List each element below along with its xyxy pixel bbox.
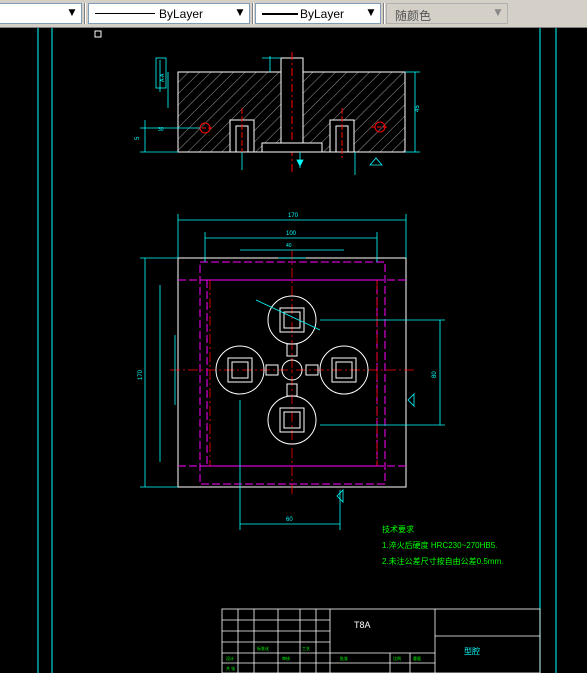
dim-right-height: 80 (432, 371, 438, 378)
plan-view: 170 100 40 170 80 60 (138, 213, 445, 530)
tb-label: 审核 (282, 655, 290, 661)
technical-notes: 技术要求 1.淬火后硬度 HRC230~270HB5. 2.未注公差尺寸按自由公… (382, 524, 503, 566)
plotstyle-label: 随颜色 (395, 9, 432, 23)
title-block-labels: 设计 标准化 审核 工艺 批准 比例 重量 共 张 (226, 645, 421, 671)
section-view: 45 5 A-A 30 (135, 52, 421, 175)
drawing-frame (37, 28, 557, 673)
lineweight-label: ByLayer (300, 7, 345, 21)
tb-label: 标准化 (257, 645, 269, 651)
note-1: 1.淬火后硬度 HRC230~270HB5. (382, 540, 497, 550)
tb-label: 设计 (226, 655, 234, 661)
title-block-material: T8A (354, 620, 371, 630)
lineweight-combo[interactable]: ByLayer ▼ (255, 3, 381, 24)
plotstyle-combo[interactable]: 随颜色 ▼ (386, 3, 508, 24)
dim-side-height: 45 (415, 105, 421, 112)
color-combo[interactable]: ▼ (0, 3, 82, 24)
section-label: A-A (160, 73, 166, 82)
dim-top-width: 170 (288, 213, 299, 219)
linetype-label: ByLayer (159, 7, 204, 21)
toolbar-separator (84, 3, 86, 24)
ucs-marker (94, 30, 102, 38)
dim-small: 40 (286, 243, 292, 249)
dim-left-height: 170 (138, 369, 144, 380)
chevron-down-icon[interactable]: ▼ (236, 8, 244, 18)
tb-label: 工艺 (302, 646, 310, 651)
drawing-canvas[interactable]: 45 5 A-A 30 (0, 28, 587, 673)
dim-mid-width: 100 (286, 231, 297, 237)
notes-title: 技术要求 (382, 524, 414, 534)
properties-toolbar: ▼ ByLayer ▼ ByLayer ▼ 随颜色 ▼ (0, 0, 587, 28)
dim-left-small: 5 (135, 136, 141, 140)
tb-label: 共 张 (226, 665, 235, 671)
chevron-down-icon[interactable]: ▼ (494, 8, 502, 18)
toolbar-separator (383, 3, 385, 24)
toolbar-separator (252, 3, 254, 24)
chevron-down-icon[interactable]: ▼ (68, 8, 76, 18)
title-part-name: 型腔 (464, 646, 480, 656)
dim-left-small2: 30 (158, 127, 164, 133)
title-block (221, 608, 541, 673)
linetype-preview (95, 13, 155, 14)
tb-label: 比例 (393, 655, 401, 661)
linetype-combo[interactable]: ByLayer ▼ (88, 3, 250, 24)
lineweight-preview (262, 13, 298, 15)
chevron-down-icon[interactable]: ▼ (367, 8, 375, 18)
tb-label: 重量 (413, 655, 421, 661)
dim-bottom: 60 (286, 517, 293, 523)
tb-label: 批准 (340, 655, 348, 661)
note-2: 2.未注公差尺寸按自由公差0.5mm. (382, 556, 503, 566)
